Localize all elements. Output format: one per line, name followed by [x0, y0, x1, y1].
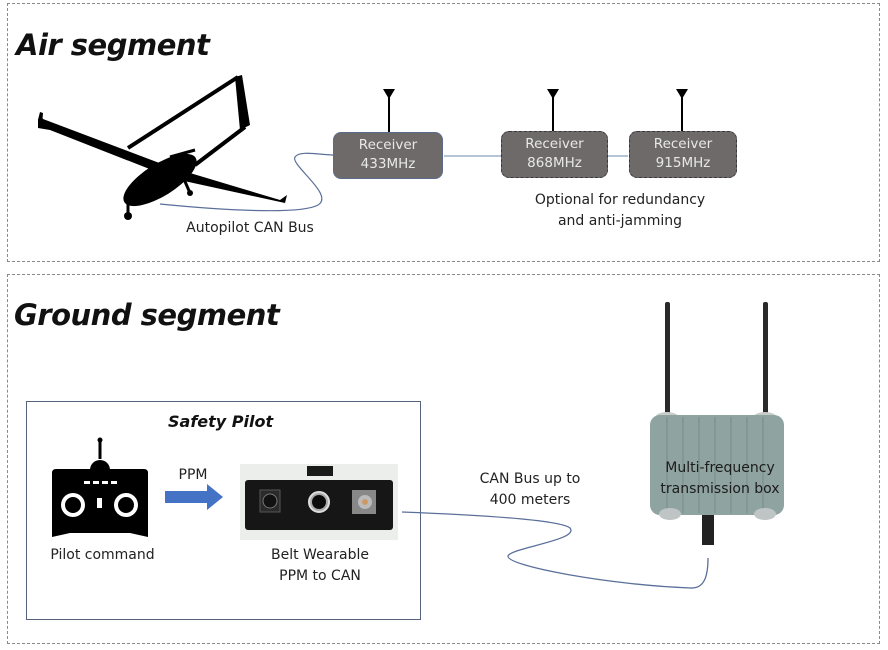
- ppm-arrow: [165, 484, 223, 510]
- receiver-label: Receiver: [653, 136, 713, 152]
- air-segment-panel: [7, 3, 880, 262]
- receiver-frequency: 868MHz: [527, 155, 582, 171]
- transmission-box-label-line1: Multi-frequency: [665, 460, 775, 476]
- pilot-command-label: Pilot command: [50, 547, 155, 563]
- transmission-box-image: [650, 302, 784, 545]
- antenna-icon: [676, 89, 688, 133]
- safety-pilot-title: Safety Pilot: [168, 412, 274, 431]
- receiver-label: Receiver: [525, 136, 584, 152]
- ground-segment-panel: [7, 274, 880, 644]
- ppm-to-can-converter-image: [240, 464, 398, 540]
- optional-note-line2: and anti-jamming: [557, 213, 683, 229]
- antenna-icon: [547, 89, 559, 133]
- autopilot-can-bus-label: Autopilot CAN Bus: [186, 220, 314, 236]
- converter-label-line1: Belt Wearable: [271, 547, 369, 563]
- receiver-433mhz: Receiver 433MHz: [333, 132, 443, 179]
- ppm-label: PPM: [178, 467, 208, 483]
- transmission-box-label-line2: transmission box: [660, 481, 780, 497]
- optional-note-line1: Optional for redundancy: [534, 192, 706, 208]
- receiver-frequency: 433MHz: [360, 156, 416, 172]
- receiver-frequency: 915MHz: [655, 155, 711, 171]
- uav-icon: [38, 75, 287, 220]
- ground-segment-title: Ground segment: [14, 298, 280, 332]
- safety-pilot-box: [26, 401, 421, 620]
- antenna-icon: [383, 89, 395, 133]
- air-segment-title: Air segment: [16, 28, 210, 62]
- receiver-868mhz: Receiver 868MHz: [501, 131, 608, 178]
- rc-transmitter-icon: [52, 437, 148, 537]
- can-bus-label-line2: 400 meters: [489, 492, 571, 508]
- autopilot-cable: [159, 152, 628, 212]
- converter-label-line2: PPM to CAN: [279, 568, 361, 584]
- can-bus-label-line1: CAN Bus up to: [479, 471, 581, 487]
- receiver-915mhz: Receiver 915MHz: [629, 131, 737, 178]
- receiver-label: Receiver: [358, 137, 418, 153]
